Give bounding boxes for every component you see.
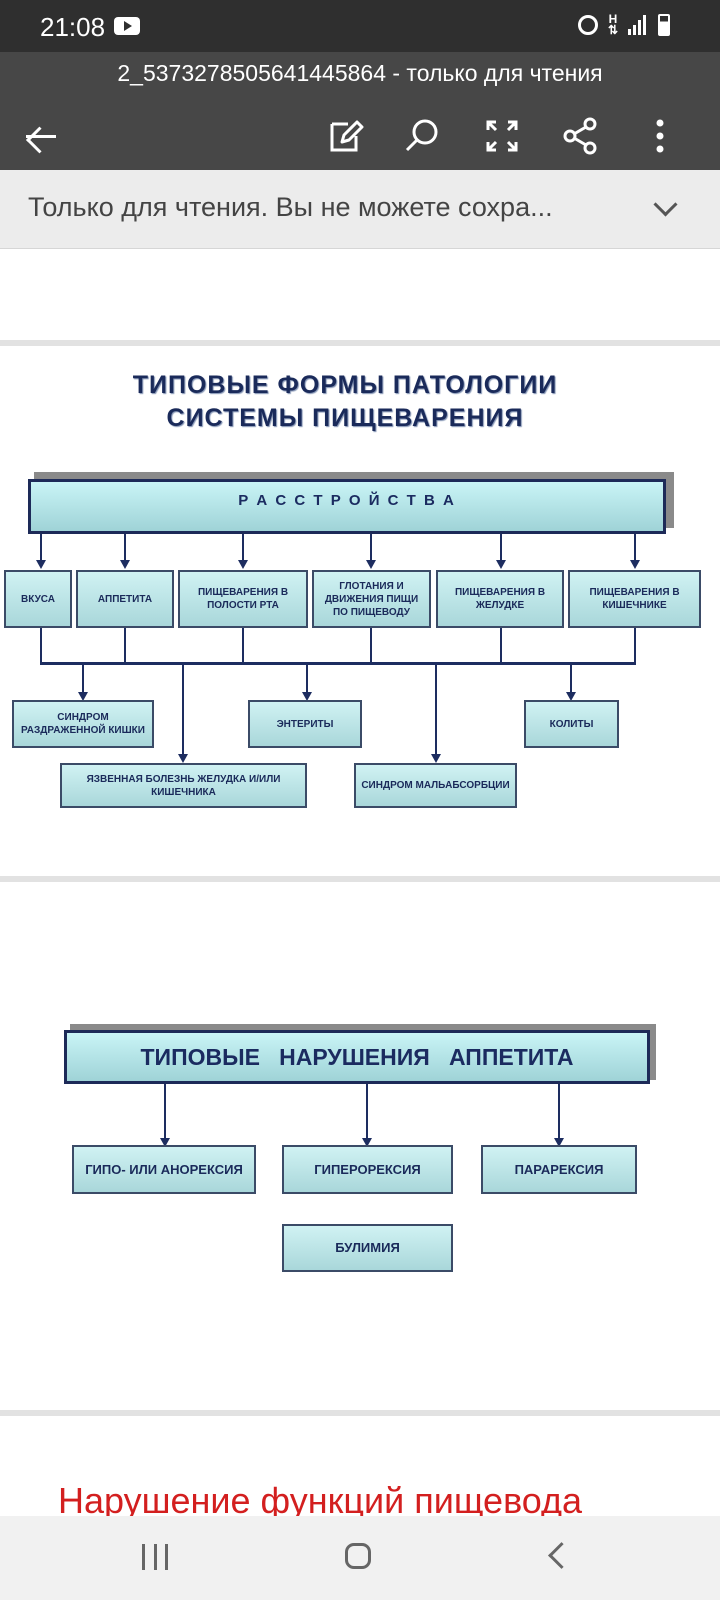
connector bbox=[182, 664, 184, 754]
connector bbox=[634, 534, 636, 560]
appetite-disorder-box: ГИПЕРОРЕКСИЯ bbox=[282, 1145, 453, 1194]
arrow bbox=[630, 560, 640, 569]
disease-box: КОЛИТЫ bbox=[524, 700, 619, 748]
status-time: 21:08 bbox=[40, 12, 106, 42]
connector bbox=[306, 664, 308, 692]
connector bbox=[634, 628, 636, 664]
nav-back-icon[interactable] bbox=[548, 1542, 575, 1569]
connector-bus bbox=[40, 662, 636, 665]
connector bbox=[500, 534, 502, 560]
network-type-icon: H⇅ bbox=[607, 12, 618, 37]
category-box: ГЛОТАНИЯ И ДВИЖЕНИЯ ПИЩИ ПО ПИЩЕВОДУ bbox=[312, 570, 431, 628]
category-box: ПИЩЕВАРЕНИЯ В ПОЛОСТИ РТА bbox=[178, 570, 308, 628]
status-bar: 21:08 H⇅ bbox=[0, 0, 720, 52]
arrow bbox=[238, 560, 248, 569]
connector bbox=[435, 664, 437, 754]
back-arrow-icon[interactable] bbox=[22, 116, 62, 156]
battery-icon bbox=[658, 14, 670, 36]
slide-separator bbox=[0, 876, 720, 882]
connector bbox=[370, 534, 372, 560]
connector bbox=[370, 628, 372, 664]
arrow bbox=[36, 560, 46, 569]
connector bbox=[40, 628, 42, 664]
slide1-title-line1: ТИПОВЫЕ ФОРМЫ ПАТОЛОГИИ bbox=[132, 371, 558, 399]
document-title: 2_5373278505641445864 - только для чтени… bbox=[117, 60, 603, 86]
arrow bbox=[554, 1138, 564, 1147]
arrow bbox=[120, 560, 130, 569]
slide3-heading: Нарушение функций пищевода bbox=[58, 1480, 583, 1521]
read-only-banner[interactable]: Только для чтения. Вы не можете сохра... bbox=[0, 170, 720, 249]
read-only-message: Только для чтения. Вы не можете сохра... bbox=[28, 192, 553, 222]
arrow bbox=[178, 754, 188, 763]
share-icon[interactable] bbox=[560, 116, 600, 156]
connector bbox=[164, 1084, 166, 1138]
status-icons: H⇅ bbox=[577, 12, 670, 37]
appetite-disorder-box: ГИПО- ИЛИ АНОРЕКСИЯ bbox=[72, 1145, 256, 1194]
connector bbox=[124, 534, 126, 560]
connector bbox=[242, 628, 244, 664]
appetite-disorder-box: БУЛИМИЯ bbox=[282, 1224, 453, 1272]
recent-apps-icon[interactable] bbox=[142, 1544, 168, 1570]
more-options-icon[interactable] bbox=[640, 116, 680, 156]
arrow bbox=[431, 754, 441, 763]
edit-document-icon[interactable] bbox=[326, 116, 366, 156]
slide-separator bbox=[0, 1410, 720, 1416]
arrow bbox=[362, 1138, 372, 1147]
slide-separator bbox=[0, 340, 720, 346]
connector bbox=[40, 534, 42, 560]
disease-box: ЯЗВЕННАЯ БОЛЕЗНЬ ЖЕЛУДКА И/ИЛИ КИШЕЧНИКА bbox=[60, 763, 307, 808]
search-icon[interactable] bbox=[402, 116, 442, 156]
category-box: АППЕТИТА bbox=[76, 570, 174, 628]
connector bbox=[366, 1084, 368, 1138]
chevron-down-icon[interactable] bbox=[653, 192, 678, 217]
arrow bbox=[566, 692, 576, 701]
appetite-disorders-header: ТИПОВЫЕ НАРУШЕНИЯ АППЕТИТА bbox=[64, 1030, 650, 1084]
category-box: ВКУСА bbox=[4, 570, 72, 628]
system-navigation-bar bbox=[0, 1516, 720, 1600]
connector bbox=[82, 664, 84, 692]
connector bbox=[558, 1084, 560, 1138]
category-box: ПИЩЕВАРЕНИЯ В ЖЕЛУДКЕ bbox=[436, 570, 564, 628]
connector bbox=[242, 534, 244, 560]
appetite-disorder-box: ПАРАРЕКСИЯ bbox=[481, 1145, 637, 1194]
disease-box: ЭНТЕРИТЫ bbox=[248, 700, 362, 748]
slide1-title-line2: СИСТЕМЫ ПИЩЕВАРЕНИЯ bbox=[166, 404, 524, 432]
signal-icon bbox=[628, 15, 648, 35]
disease-box: СИНДРОМ МАЛЬАБСОРБЦИИ bbox=[354, 763, 517, 808]
fullscreen-icon[interactable] bbox=[482, 116, 522, 156]
arrow bbox=[302, 692, 312, 701]
alarm-icon bbox=[577, 15, 598, 35]
arrow bbox=[496, 560, 506, 569]
disorders-header: Р А С С Т Р О Й С Т В А bbox=[28, 479, 666, 534]
connector bbox=[500, 628, 502, 664]
connector bbox=[124, 628, 126, 664]
disease-box: СИНДРОМ РАЗДРАЖЕННОЙ КИШКИ bbox=[12, 700, 154, 748]
home-icon[interactable] bbox=[345, 1543, 371, 1569]
youtube-notification-icon bbox=[114, 17, 140, 35]
arrow bbox=[160, 1138, 170, 1147]
connector bbox=[570, 664, 572, 692]
arrow bbox=[78, 692, 88, 701]
category-box: ПИЩЕВАРЕНИЯ В КИШЕЧНИКЕ bbox=[568, 570, 701, 628]
arrow bbox=[366, 560, 376, 569]
app-bar: 2_5373278505641445864 - только для чтени… bbox=[0, 52, 720, 170]
